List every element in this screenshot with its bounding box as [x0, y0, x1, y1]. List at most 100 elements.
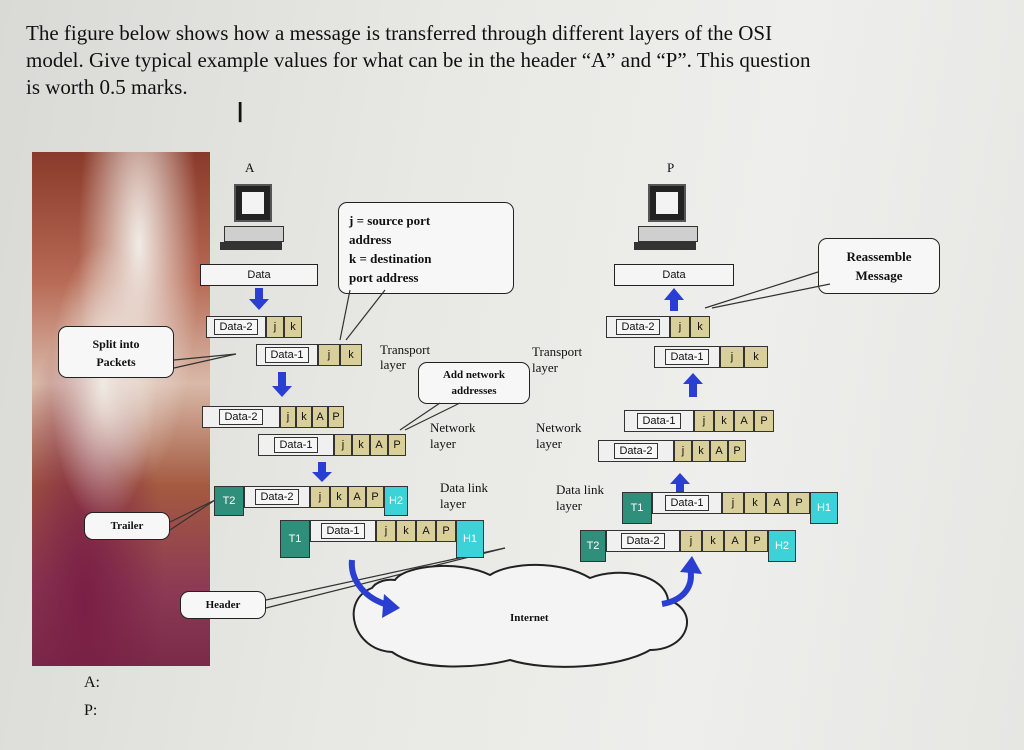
callout-line: Packets	[96, 355, 136, 369]
answer-p-field[interactable]: P:	[84, 702, 98, 719]
header-a-cell: A	[312, 406, 328, 428]
layer-label-line: Data link	[440, 480, 489, 495]
frame-row: T2 Data-2 j k A P H2	[214, 486, 408, 516]
header-j-cell: j	[280, 406, 296, 428]
decorative-photo	[32, 152, 210, 666]
header-callout: Header	[180, 591, 266, 619]
header-k-cell: k	[284, 316, 302, 338]
layer-label-line: layer	[556, 498, 582, 513]
trailer-t2-cell: T2	[580, 530, 606, 562]
header-k-cell: k	[330, 486, 348, 508]
trailer-t1-cell: T1	[280, 520, 310, 558]
header-h1-cell: H1	[456, 520, 484, 558]
layer-label-line: layer	[440, 496, 466, 511]
callout-line: k = destination	[349, 251, 432, 266]
header-a-cell: A	[724, 530, 746, 552]
header-p-cell: P	[436, 520, 456, 542]
network-layer-label-right: Network layer	[536, 420, 582, 452]
host-a-label: A	[245, 160, 255, 175]
trailer-t1-cell: T1	[622, 492, 652, 524]
host-p-label: P	[667, 160, 675, 175]
question-text: The figure below shows how a message is …	[26, 20, 976, 101]
callout-line: address	[349, 232, 392, 247]
packet-row: Data-1 j k A P	[258, 434, 406, 456]
header-p-cell: P	[728, 440, 746, 462]
header-j-cell: j	[722, 492, 744, 514]
reassemble-callout: Reassemble Message	[818, 238, 940, 294]
question-line-3: is worth 0.5 marks.	[26, 75, 188, 99]
question-line-2: model. Give typical example values for w…	[26, 48, 811, 72]
callout-line: addresses	[451, 385, 497, 397]
header-k-cell: k	[744, 492, 766, 514]
port-address-callout: j = source port address k = destination …	[338, 202, 514, 294]
layer-label-line: layer	[532, 360, 558, 375]
data-box-a: Data	[200, 264, 318, 286]
header-k-cell: k	[340, 344, 362, 366]
header-p-cell: P	[746, 530, 768, 552]
internet-label: Internet	[510, 612, 549, 624]
callout-line: Reassemble	[846, 249, 912, 264]
layer-label-line: Network	[430, 420, 476, 435]
answer-a-field[interactable]: A:	[84, 674, 100, 691]
packet-data-cell: Data-2	[244, 486, 310, 508]
header-a-cell: A	[348, 486, 366, 508]
packet-row: Data-2 j k A P	[598, 440, 746, 462]
packet-row: Data-1 j k A P	[624, 410, 774, 432]
header-j-cell: j	[674, 440, 692, 462]
layer-label-line: layer	[536, 436, 562, 451]
packet-data-cell: Data-2	[606, 316, 670, 338]
header-j-cell: j	[318, 344, 340, 366]
split-packets-callout: Split into Packets	[58, 326, 174, 378]
layer-label-line: layer	[430, 436, 456, 451]
datalink-layer-label-right: Data link layer	[556, 482, 604, 514]
packet-data-cell: Data-1	[624, 410, 694, 432]
header-j-cell: j	[694, 410, 714, 432]
header-a-cell: A	[370, 434, 388, 456]
trailer-t2-cell: T2	[214, 486, 244, 516]
datalink-layer-label-left: Data link layer	[440, 480, 488, 512]
trailer-callout: Trailer	[84, 512, 170, 540]
header-p-cell: P	[328, 406, 344, 428]
header-a-cell: A	[416, 520, 436, 542]
layer-label-line: layer	[380, 357, 406, 372]
layer-label-line: Transport	[380, 342, 431, 357]
header-k-cell: k	[296, 406, 312, 428]
layer-label-line: Network	[536, 420, 582, 435]
packet-row: Data-1 j k	[654, 346, 768, 368]
layer-label-line: Data link	[556, 482, 605, 497]
packet-data-cell: Data-1	[654, 346, 720, 368]
transport-layer-label-left: Transport layer	[380, 342, 430, 372]
header-k-cell: k	[352, 434, 370, 456]
packet-data-cell: Data-1	[256, 344, 318, 366]
header-j-cell: j	[310, 486, 330, 508]
header-a-cell: A	[766, 492, 788, 514]
packet-row: Data-1 j k	[256, 344, 362, 366]
header-p-cell: P	[388, 434, 406, 456]
header-j-cell: j	[680, 530, 702, 552]
header-h2-cell: H2	[384, 486, 408, 516]
frame-row: T1 Data-1 j k A P H1	[622, 492, 838, 524]
frame-row: T2 Data-2 j k A P H2	[580, 530, 796, 562]
header-j-cell: j	[670, 316, 690, 338]
header-k-cell: k	[714, 410, 734, 432]
header-p-cell: P	[366, 486, 384, 508]
callout-line: port address	[349, 270, 419, 285]
callout-line: Split into	[92, 337, 140, 351]
header-p-cell: P	[754, 410, 774, 432]
layer-label-line: Transport	[532, 344, 583, 359]
header-p-cell: P	[788, 492, 810, 514]
header-j-cell: j	[266, 316, 284, 338]
add-network-callout: Add network addresses	[418, 362, 530, 404]
header-k-cell: k	[692, 440, 710, 462]
packet-row: Data-2 j k A P	[202, 406, 344, 428]
callout-line: j = source port	[349, 213, 431, 228]
data-box-p: Data	[614, 264, 734, 286]
packet-data-cell: Data-2	[606, 530, 680, 552]
transport-layer-label-right: Transport layer	[532, 344, 582, 376]
question-line-1: The figure below shows how a message is …	[26, 21, 773, 45]
computer-p-icon	[632, 178, 702, 256]
header-k-cell: k	[690, 316, 710, 338]
packet-row: Data-2 j k	[206, 316, 302, 338]
header-j-cell: j	[334, 434, 352, 456]
